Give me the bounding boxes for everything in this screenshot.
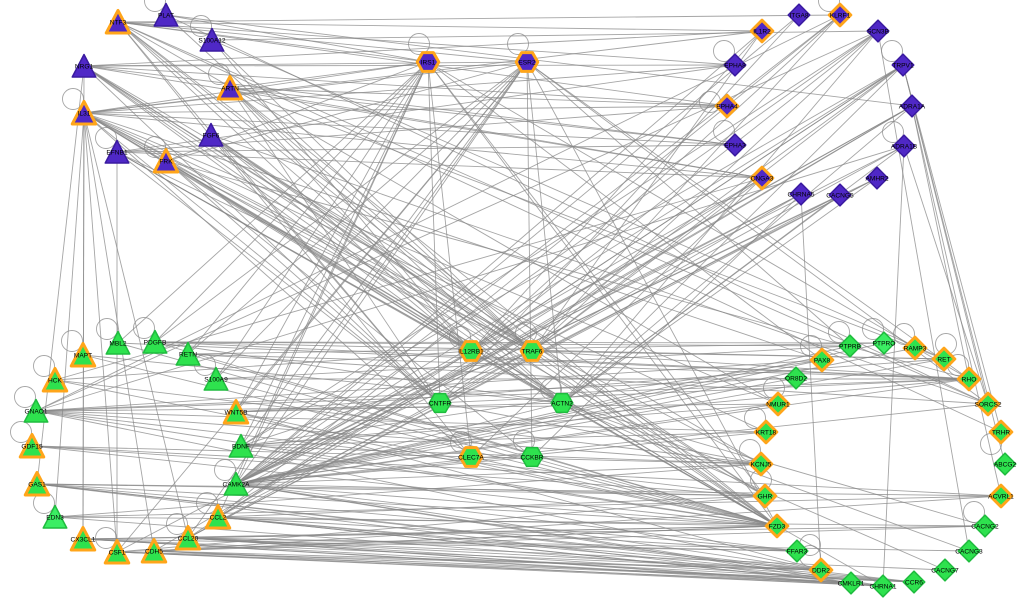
svg-text:ARTN: ARTN (221, 85, 239, 92)
svg-text:S100A12: S100A12 (198, 37, 225, 44)
svg-text:CCL20: CCL20 (178, 535, 199, 542)
svg-text:EPHA3: EPHA3 (724, 142, 746, 149)
svg-text:FRK: FRK (159, 158, 173, 165)
svg-text:ACVRL1: ACVRL1 (988, 493, 1014, 500)
svg-text:EFNB1: EFNB1 (106, 149, 128, 156)
svg-text:CACNG3: CACNG3 (955, 548, 983, 555)
svg-text:CX3CL1: CX3CL1 (71, 536, 96, 543)
svg-text:KLRF1: KLRF1 (830, 12, 851, 19)
svg-text:OR8D2: OR8D2 (785, 375, 807, 382)
svg-text:TRAF6: TRAF6 (522, 348, 543, 355)
svg-text:ACTN2: ACTN2 (551, 400, 573, 407)
svg-text:GNAO1: GNAO1 (24, 408, 47, 415)
svg-text:CNTFR: CNTFR (429, 400, 452, 407)
svg-text:RAMP3: RAMP3 (904, 345, 927, 352)
svg-text:EDN3: EDN3 (46, 514, 64, 521)
svg-text:TRHR: TRHR (992, 429, 1011, 436)
svg-text:ADRA1A: ADRA1A (899, 103, 926, 110)
svg-text:NRG1: NRG1 (75, 63, 94, 70)
svg-text:MBL2: MBL2 (109, 340, 127, 347)
svg-text:RHO: RHO (962, 376, 977, 383)
svg-text:RETN: RETN (179, 351, 197, 358)
svg-text:PAX8: PAX8 (814, 357, 831, 364)
svg-text:CLEC7A: CLEC7A (458, 454, 484, 461)
svg-text:S100A9: S100A9 (204, 376, 228, 383)
svg-text:KCNJ5: KCNJ5 (751, 461, 772, 468)
svg-text:CDH5: CDH5 (145, 548, 163, 555)
svg-text:HCK: HCK (48, 377, 63, 384)
svg-text:NTF3: NTF3 (110, 19, 127, 26)
svg-text:PLAT: PLAT (158, 12, 174, 19)
svg-text:CACNG7: CACNG7 (931, 567, 959, 574)
svg-text:FGF6: FGF6 (203, 132, 220, 139)
svg-text:CMKLR1: CMKLR1 (838, 580, 865, 587)
svg-text:KRT18: KRT18 (756, 429, 777, 436)
svg-text:EPHA4: EPHA4 (716, 103, 738, 110)
svg-text:WNT5B: WNT5B (224, 409, 248, 416)
svg-text:CAMK2A: CAMK2A (222, 481, 250, 488)
svg-text:MAPT: MAPT (74, 352, 92, 359)
svg-text:ITGA8: ITGA8 (789, 12, 808, 19)
svg-text:CSF1: CSF1 (109, 549, 126, 556)
svg-text:SCN3B: SCN3B (867, 28, 890, 35)
svg-text:CNGA3: CNGA3 (751, 175, 774, 182)
svg-text:GHR: GHR (758, 493, 773, 500)
svg-text:TRPV1: TRPV1 (892, 62, 914, 69)
svg-text:PTPRB: PTPRB (839, 343, 862, 350)
svg-text:CACNG5: CACNG5 (826, 192, 854, 199)
svg-text:GAS1: GAS1 (28, 481, 46, 488)
svg-text:SORCS2: SORCS2 (974, 401, 1001, 408)
svg-text:GDF15: GDF15 (21, 443, 43, 450)
svg-text:CHRNA1: CHRNA1 (869, 583, 896, 590)
svg-text:AMHR2: AMHR2 (865, 175, 888, 182)
svg-text:RET: RET (937, 356, 950, 363)
svg-text:CCL2: CCL2 (210, 514, 227, 521)
svg-text:IL31: IL31 (78, 110, 91, 117)
svg-text:EPHA8: EPHA8 (724, 62, 746, 69)
svg-text:BDNF: BDNF (232, 443, 250, 450)
svg-text:DDR2: DDR2 (812, 567, 830, 574)
svg-text:CCKBR: CCKBR (520, 454, 543, 461)
svg-text:NMUR1: NMUR1 (766, 401, 790, 408)
svg-text:IL12RB1: IL12RB1 (458, 348, 484, 355)
svg-text:IRS1: IRS1 (421, 59, 436, 66)
svg-text:ABCG2: ABCG2 (994, 461, 1017, 468)
svg-text:IL1R2: IL1R2 (753, 28, 771, 35)
svg-text:ADRA1B: ADRA1B (891, 143, 918, 150)
svg-text:FZD3: FZD3 (769, 523, 786, 530)
svg-text:PTPRO: PTPRO (873, 340, 896, 347)
svg-text:FFAR3: FFAR3 (787, 548, 808, 555)
svg-text:ESR2: ESR2 (518, 59, 536, 66)
svg-text:CACNG2: CACNG2 (971, 523, 999, 530)
svg-text:PDGFB: PDGFB (144, 339, 167, 346)
svg-text:CCR6: CCR6 (905, 579, 923, 586)
svg-text:CHRNA5: CHRNA5 (787, 191, 814, 198)
